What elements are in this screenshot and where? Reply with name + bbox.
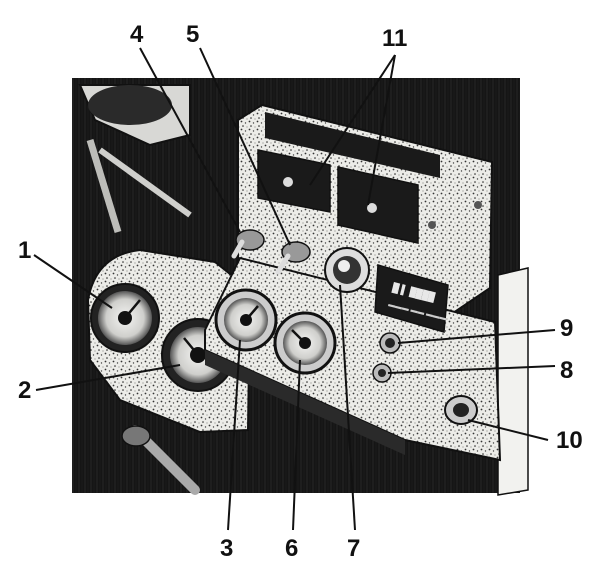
callout-4: 4 <box>130 21 144 48</box>
callout-5: 5 <box>186 21 199 48</box>
nameplate: █ ▌ ████ ▬▬▬ ▬▬ ▬▬▬ <box>374 264 449 333</box>
callout-7: 7 <box>347 535 360 562</box>
callout-1: 1 <box>18 237 31 264</box>
lamp-8 <box>372 363 392 383</box>
callout-3: 3 <box>220 535 233 562</box>
socket-10 <box>444 395 478 425</box>
gauge-1 <box>90 283 160 353</box>
switch-knob-7 <box>324 247 370 293</box>
recess-left <box>257 149 331 213</box>
gauge-3 <box>214 288 278 352</box>
leader-lines <box>33 47 556 531</box>
callout-11: 11 <box>382 25 407 52</box>
lamp-9 <box>379 332 401 354</box>
lower-control-panel: █ ▌ ████ ▬▬▬ ▬▬ ▬▬▬ <box>204 229 502 462</box>
callout-2: 2 <box>18 377 31 404</box>
callout-10: 10 <box>556 427 583 454</box>
callout-6: 6 <box>285 535 298 562</box>
callout-8: 8 <box>560 357 573 384</box>
callout-9: 9 <box>560 315 573 342</box>
gauge-6 <box>273 311 337 375</box>
toggle-switch-4 <box>231 229 265 259</box>
recess-right <box>337 166 419 244</box>
callout-labels: 1 2 3 4 5 6 7 8 9 10 11 <box>18 21 583 562</box>
toggle-switch-5 <box>275 241 311 275</box>
